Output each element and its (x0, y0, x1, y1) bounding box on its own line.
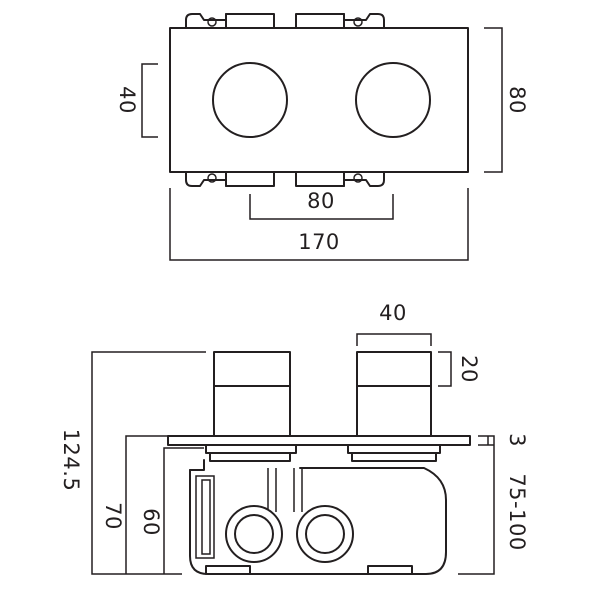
valve-body (189, 459, 447, 575)
dimension-knob-spacing: 80 (249, 189, 394, 220)
right-outlet-port (296, 505, 354, 563)
dimension-total-depth: 124.5 (59, 351, 206, 575)
dimension-label-knob-diameter: 40 (115, 86, 139, 114)
top-view: 80 40 80 170 (115, 13, 529, 261)
dimension-label-handle-width: 40 (379, 301, 407, 325)
dimension-label-body-depth: 70 (101, 502, 125, 530)
mounting-clip-top-right (295, 13, 385, 29)
left-control-knob (212, 62, 288, 138)
left-outlet-port (225, 505, 283, 563)
dimension-body-depth: 70 (101, 435, 168, 574)
mounting-clip-bottom-left (185, 171, 275, 187)
right-control-knob (355, 62, 431, 138)
side-view: 40 20 3 75-100 124.5 70 60 (59, 301, 529, 575)
dimension-plate-width: 170 (169, 188, 469, 261)
dimension-label-plate-width: 170 (298, 230, 340, 254)
dimension-label-plate-height: 80 (505, 86, 529, 114)
left-sleeve (205, 444, 297, 462)
left-control-handle (213, 351, 291, 437)
mounting-clip-bottom-right (295, 171, 385, 187)
dimension-knob-diameter: 40 (115, 63, 158, 138)
dimension-label-total-depth: 124.5 (59, 429, 83, 492)
right-sleeve (347, 444, 441, 462)
face-plate (169, 27, 469, 173)
dimension-handle-width: 40 (356, 301, 432, 346)
dimension-inner-depth: 60 (139, 447, 204, 574)
cover-plate (167, 435, 471, 446)
dimension-label-inner-depth: 60 (139, 508, 163, 536)
mounting-clip-top-left (185, 13, 275, 29)
dimension-label-knob-spacing: 80 (307, 189, 335, 213)
dimension-label-plate-thickness: 3 (505, 433, 529, 447)
dimension-label-handle-depth: 20 (457, 355, 481, 383)
dimension-handle-depth: 20 (438, 351, 481, 387)
right-control-handle (356, 351, 432, 437)
dimension-wall-depth: 3 75-100 (458, 433, 529, 575)
dimension-plate-height: 80 (484, 27, 529, 173)
dimension-label-wall-depth: 75-100 (505, 473, 529, 550)
